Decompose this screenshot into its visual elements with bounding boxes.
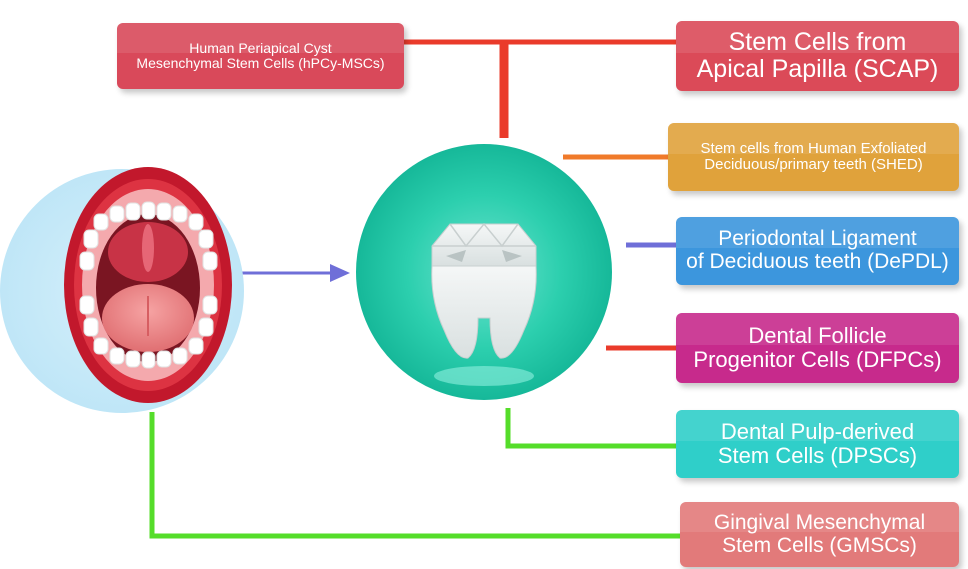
label-dpsc: Dental Pulp-derived Stem Cells (DPSCs): [676, 410, 959, 478]
label-hpcy-text: Human Periapical Cyst Mesenchymal Stem C…: [136, 39, 385, 71]
connector-hpcy: [404, 39, 505, 138]
right-arrow: [232, 264, 350, 282]
label-gmsc: Gingival Mesenchymal Stem Cells (GMSCs): [680, 502, 959, 567]
label-hpcy: Human Periapical Cyst Mesenchymal Stem C…: [117, 23, 404, 89]
label-gmsc-text: Gingival Mesenchymal Stem Cells (GMSCs): [713, 510, 926, 557]
label-scap: Stem Cells from Apical Papilla (SCAP): [676, 21, 959, 91]
label-dfpc: Dental Follicle Progenitor Cells (DFPCs): [676, 313, 959, 383]
label-shed: Stem cells from Human Exfoliated Deciduo…: [668, 123, 959, 191]
label-dpsc-text: Dental Pulp-derived Stem Cells (DPSCs): [717, 419, 918, 468]
label-shed-text: Stem cells from Human Exfoliated Deciduo…: [700, 139, 927, 173]
label-depdl: Periodontal Ligament of Deciduous teeth …: [676, 217, 959, 285]
label-scap-text: Stem Cells from Apical Papilla (SCAP): [696, 28, 939, 83]
connector-scap: [503, 39, 676, 138]
connector-gmsc: [149, 412, 680, 539]
connector-dpsc: [505, 408, 676, 449]
label-dfpc-text: Dental Follicle Progenitor Cells (DFPCs): [693, 323, 942, 372]
label-depdl-text: Periodontal Ligament of Deciduous teeth …: [686, 227, 949, 273]
